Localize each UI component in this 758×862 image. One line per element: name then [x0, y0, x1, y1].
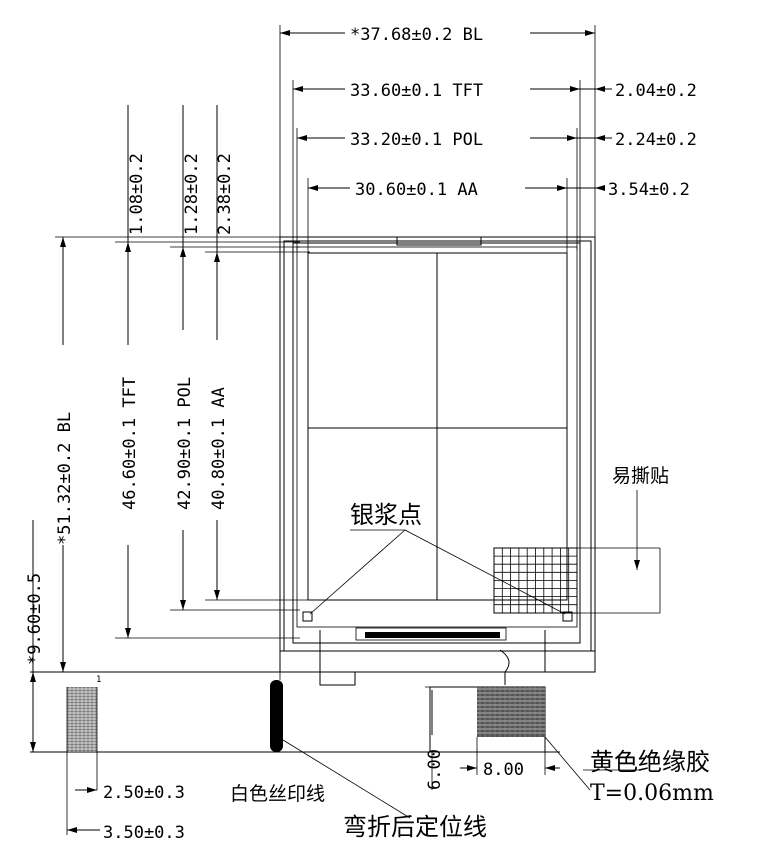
label-yellow-tape: 黄色绝缘胶: [590, 748, 710, 776]
dim-fpc-edge: 3.50±0.3: [103, 823, 185, 843]
dim-pol-width: 33.20±0.1 POL: [350, 130, 483, 150]
dim-tape-height: 6.00: [425, 749, 445, 790]
dim-silk-offset: 2.50±0.3: [103, 783, 185, 803]
dim-pol-offset: 2.24±0.2: [615, 130, 697, 150]
module-outline: [279, 236, 596, 673]
label-bend-line: 弯折后定位线: [343, 813, 487, 841]
dim-top-aa: 2.38±0.2: [215, 153, 235, 235]
label-easy-peel: 易撕贴: [612, 465, 669, 487]
dim-top-pol: 1.28±0.2: [182, 153, 202, 235]
top-dimension-lines: [279, 25, 612, 680]
label-silver-dot: 银浆点: [350, 501, 422, 529]
dim-tft-height: 46.60±0.1 TFT: [120, 377, 140, 510]
label-tape-thickness: T=0.06mm: [590, 781, 714, 806]
dim-top-tft: 1.08±0.2: [127, 153, 147, 235]
label-white-silk: 白色丝印线: [230, 783, 325, 805]
dim-aa-offset: 3.54±0.2: [608, 180, 690, 200]
dim-aa-height: 40.80±0.1 AA: [209, 387, 229, 510]
dim-pol-height: 42.90±0.1 POL: [175, 377, 195, 510]
dim-tft-width: 33.60±0.1 TFT: [350, 81, 483, 101]
dim-bl-width: *37.68±0.2 BL: [350, 25, 483, 45]
dim-tft-offset: 2.04±0.2: [615, 81, 697, 101]
silver-dot-leaders: [309, 529, 566, 615]
easy-peel-tab: [493, 490, 661, 614]
fpc-strip: [30, 649, 640, 835]
dim-fpc-offset: *9.60±0.5: [25, 573, 45, 665]
dim-aa-width: 30.60±0.1 AA: [355, 180, 478, 200]
dim-bl-height: *51.32±0.2 BL: [55, 412, 75, 545]
fpc-mark: 1: [96, 675, 101, 685]
dim-tape-width: 8.00: [483, 760, 524, 780]
